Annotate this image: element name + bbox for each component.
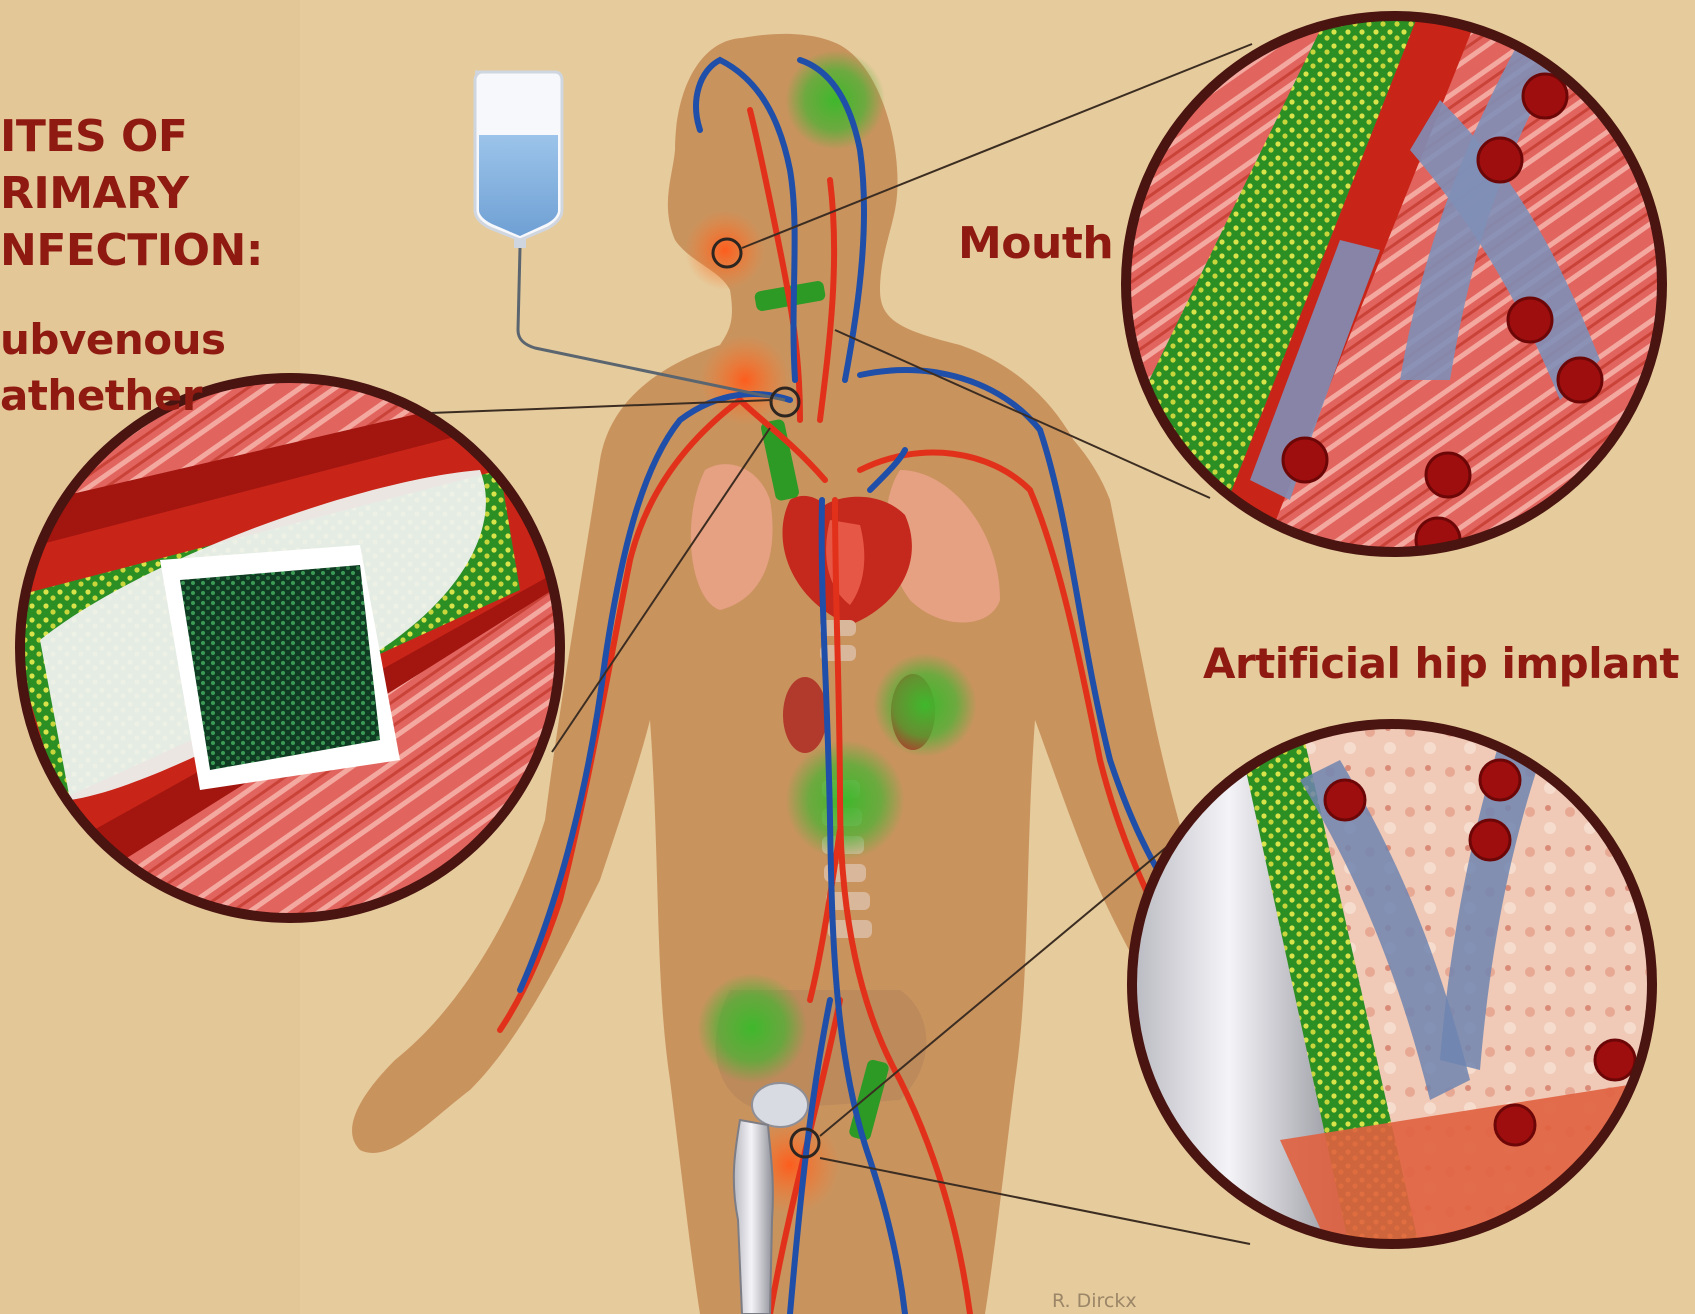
- artificial-hip-implant-label: Artificial hip implant: [1203, 638, 1679, 690]
- title-line-3: NFECTION:: [0, 222, 263, 279]
- title-sites-of-primary-infection: ITES OF RIMARY NFECTION:: [0, 108, 263, 279]
- subvenous-line-1: ubvenous: [0, 312, 225, 368]
- mouth-label: Mouth: [958, 218, 1113, 270]
- mouth-inset: [1120, 10, 1680, 570]
- subvenous-catheter-label: ubvenous athether: [0, 312, 225, 424]
- subvenous-line-2: athether: [0, 368, 225, 424]
- iv-bag: [475, 72, 562, 248]
- title-line-1: ITES OF: [0, 108, 263, 165]
- title-line-2: RIMARY: [0, 165, 263, 222]
- artist-signature: R. Dirckx: [1052, 1290, 1137, 1312]
- hip-inset: [1128, 720, 1660, 1250]
